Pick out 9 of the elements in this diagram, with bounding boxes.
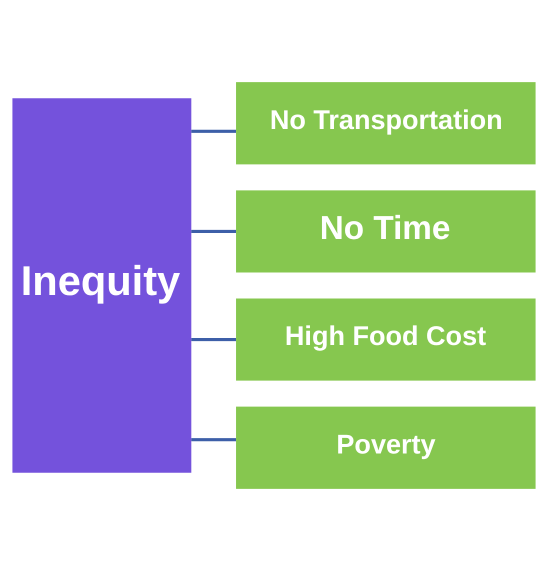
connector xyxy=(191,230,236,233)
connector xyxy=(191,438,236,442)
node-box: High Food Cost xyxy=(236,298,536,381)
node-box: Inequity xyxy=(12,98,192,473)
connector xyxy=(191,338,236,342)
node-box: No Time xyxy=(236,190,536,272)
node-box: Poverty xyxy=(236,406,536,489)
connector xyxy=(191,130,236,133)
node-box: No Transportation xyxy=(236,82,536,164)
